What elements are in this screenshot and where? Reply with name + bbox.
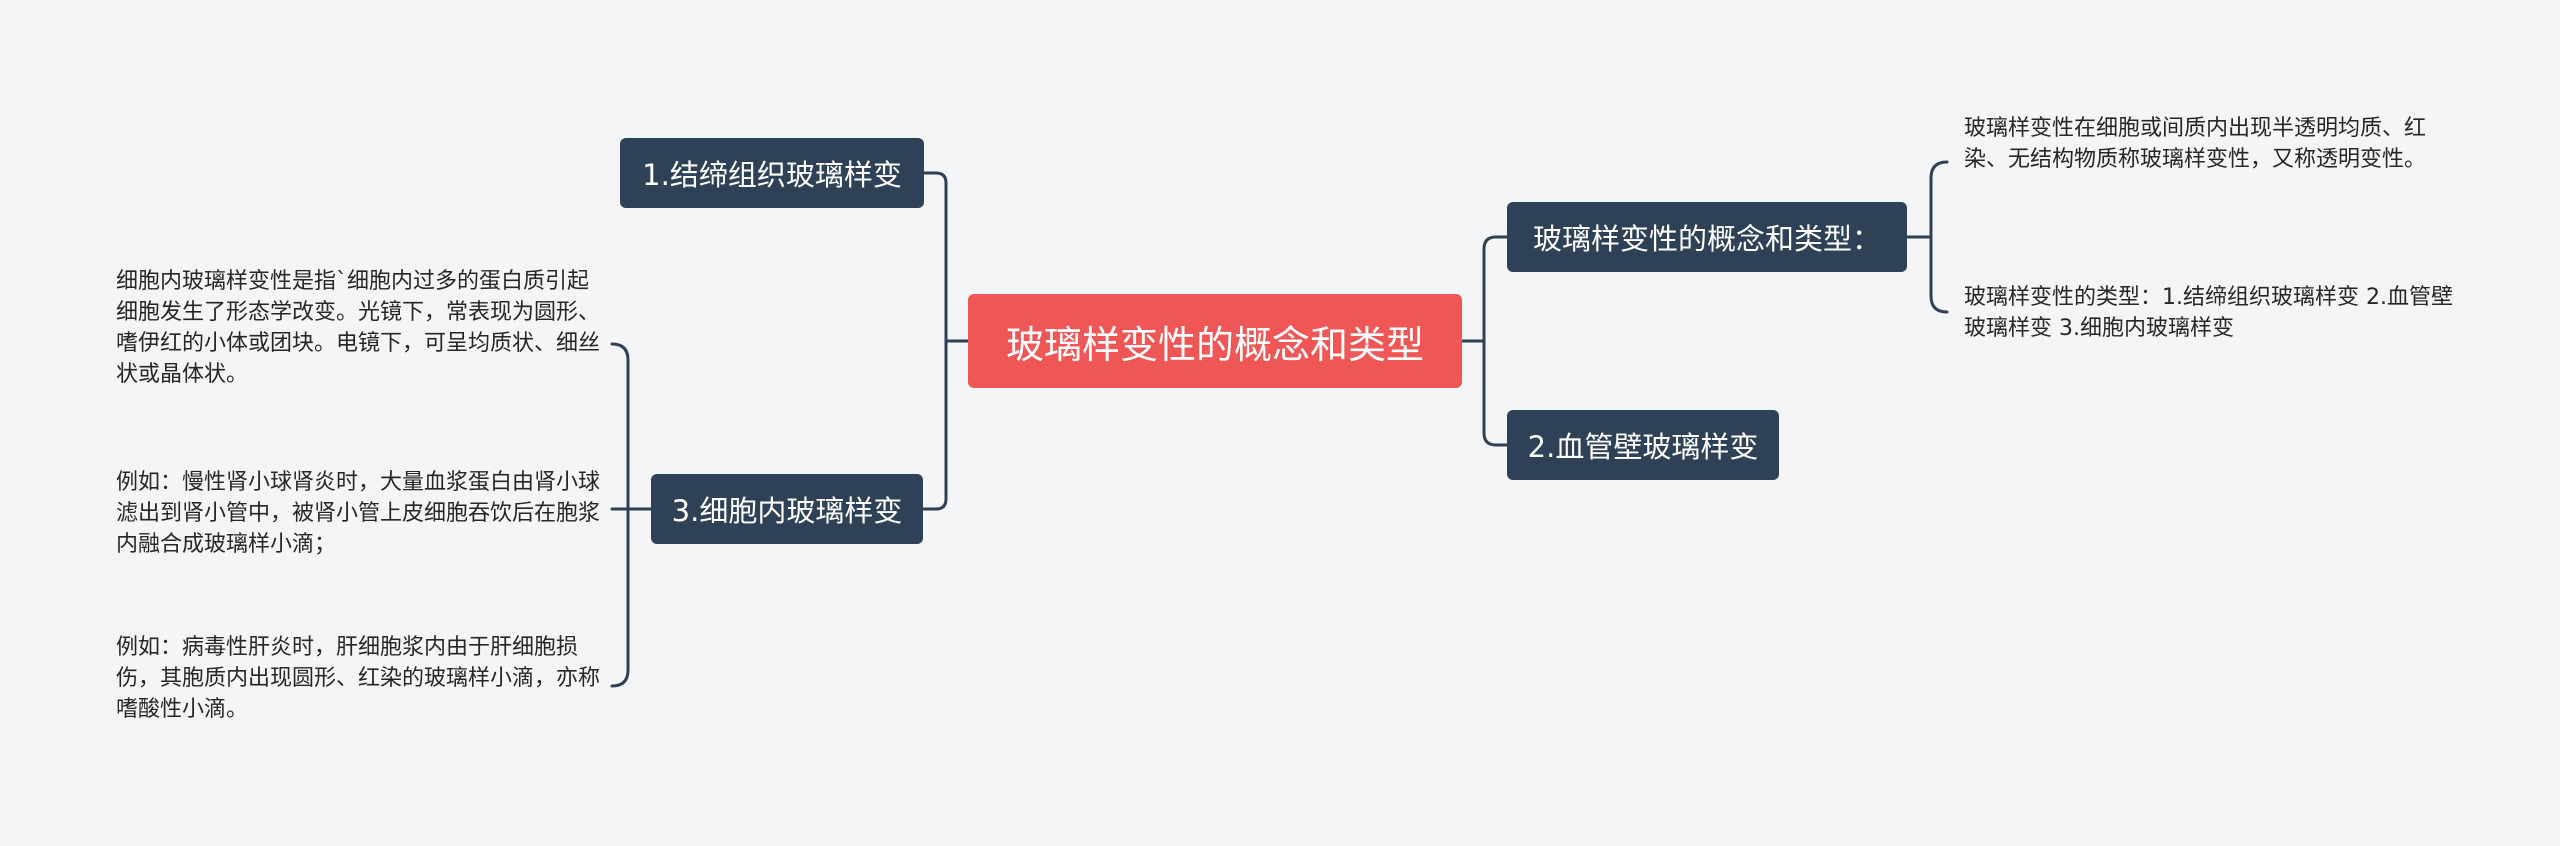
- branch-connective-tissue-hyaline[interactable]: 1.结缔组织玻璃样变: [620, 138, 924, 208]
- connector-branch3-children: [610, 342, 630, 688]
- leaf-hyaline-definition[interactable]: 玻璃样变性在细胞或间质内出现半透明均质、红染、无结构物质称玻璃样变性，又称透明变…: [1964, 116, 2427, 172]
- connector-concept-children: [1929, 160, 1949, 314]
- branch-concept-and-types[interactable]: 玻璃样变性的概念和类型：: [1507, 202, 1907, 272]
- leaf-intracellular-definition[interactable]: 细胞内玻璃样变性是指`细胞内过多的蛋白质引起细胞发生了形态学改变。光镜下，常表现…: [116, 269, 601, 387]
- root-topic[interactable]: 玻璃样变性的概念和类型: [968, 294, 1462, 388]
- leaf-hyaline-types[interactable]: 玻璃样变性的类型：1.结缔组织玻璃样变 2.血管壁玻璃样变 3.细胞内玻璃样变: [1964, 285, 2453, 341]
- connector-left-branch-1: [921, 171, 948, 511]
- leaf-example-glomerulonephritis[interactable]: 例如：慢性肾小球肾炎时，大量血浆蛋白由肾小球滤出到肾小管中，被肾小管上皮细胞吞饮…: [116, 470, 601, 557]
- connector-right-branches: [1482, 235, 1509, 447]
- branch-vascular-wall-hyaline[interactable]: 2.血管壁玻璃样变: [1507, 410, 1779, 480]
- branch-intracellular-hyaline[interactable]: 3.细胞内玻璃样变: [651, 474, 923, 544]
- leaf-example-viral-hepatitis[interactable]: 例如：病毒性肝炎时，肝细胞浆内由于肝细胞损伤，其胞质内出现圆形、红染的玻璃样小滴…: [116, 635, 601, 722]
